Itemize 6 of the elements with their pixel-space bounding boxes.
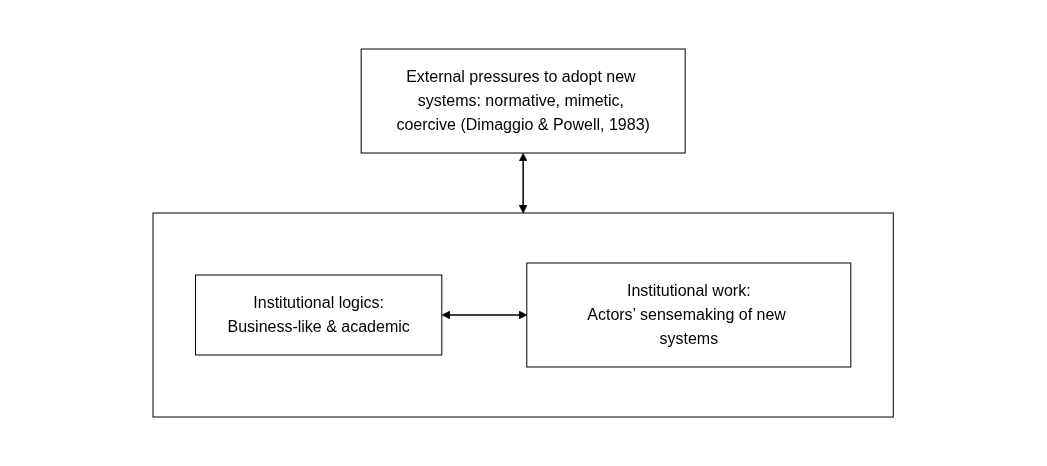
arrow (442, 310, 528, 320)
arrow (519, 153, 528, 214)
node-box: Institutional logics: Business-like & academic (195, 274, 443, 356)
node-box: External pressures to adopt new systems: normative, mimetic, coercive (Dimaggio & Powell, 1983) (361, 48, 686, 154)
cluster (152, 212, 895, 418)
node-box: Institutional work: Actors’ sensemaking of new systems (526, 262, 852, 368)
